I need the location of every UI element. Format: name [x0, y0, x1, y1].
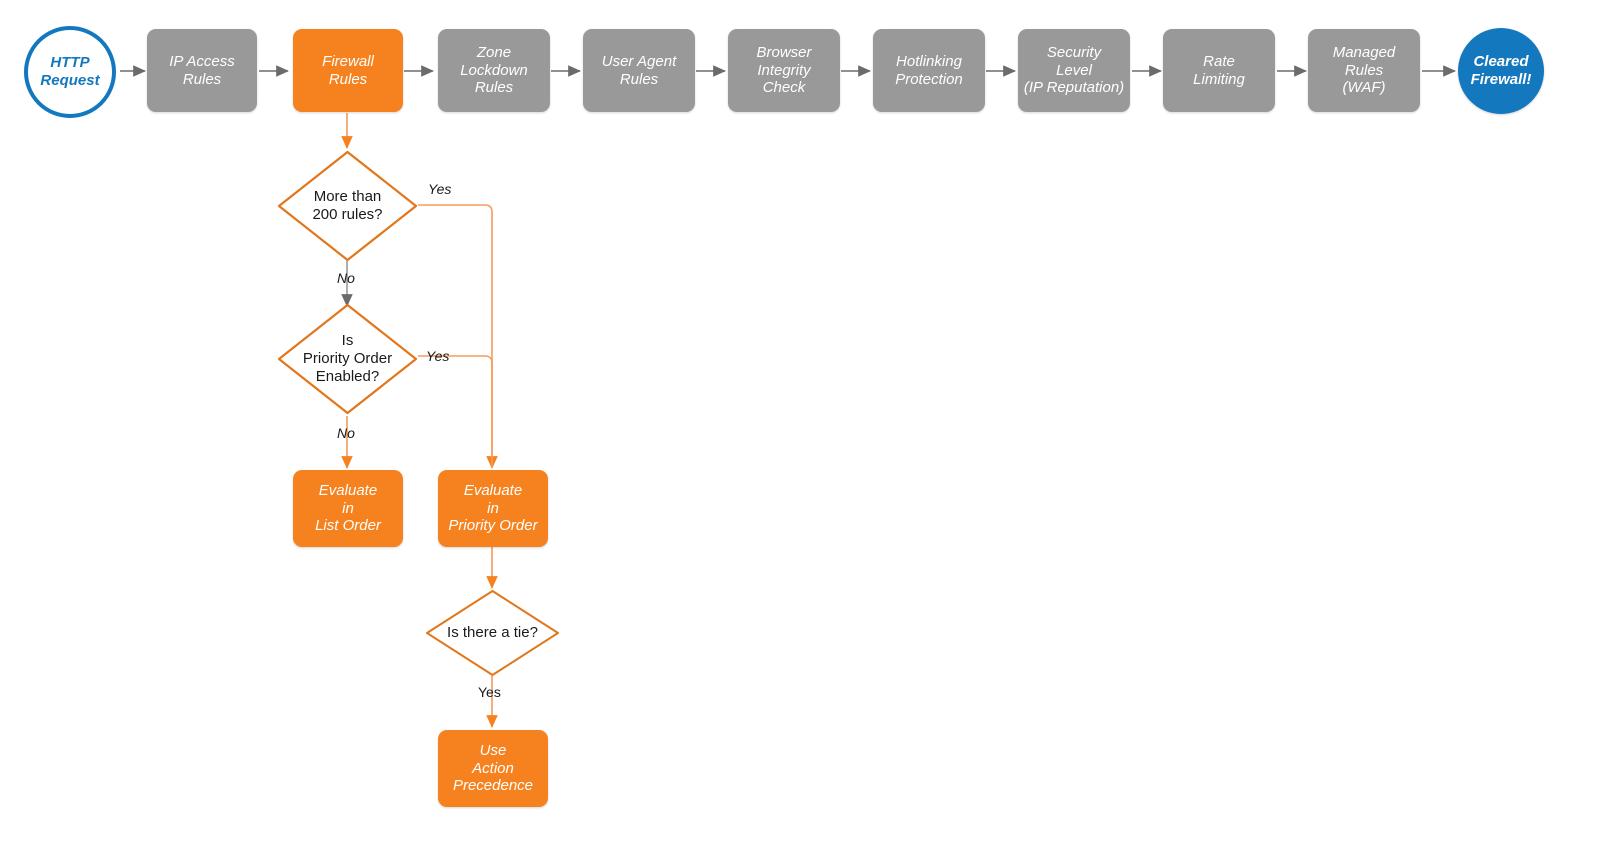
- node-use-action-precedence-label: Use Action Precedence: [452, 741, 534, 795]
- node-security-level-label: Security Level (IP Reputation): [1023, 43, 1125, 97]
- node-security-level[interactable]: Security Level (IP Reputation): [1018, 29, 1130, 112]
- diamond-shape-icon: [277, 303, 418, 415]
- node-cleared-firewall-label: Cleared Firewall!: [1470, 53, 1532, 88]
- edge-label-priority-order-no: No: [337, 425, 355, 441]
- node-evaluate-in-list-order-label: Evaluate in List Order: [315, 481, 381, 535]
- node-ip-access-rules[interactable]: IP Access Rules: [147, 29, 257, 112]
- node-managed-rules-waf[interactable]: Managed Rules (WAF): [1308, 29, 1420, 112]
- node-decision-is-there-a-tie-label: Is there a tie?: [447, 624, 538, 641]
- diamond-shape-icon: [426, 590, 559, 676]
- node-decision-is-priority-order-enabled-label: Is Priority Order Enabled?: [302, 332, 393, 385]
- node-use-action-precedence[interactable]: Use Action Precedence: [438, 730, 548, 807]
- node-decision-more-than-200-rules-label: More than 200 rules?: [312, 188, 383, 223]
- node-ip-access-rules-label: IP Access Rules: [169, 52, 235, 88]
- node-cleared-firewall[interactable]: Cleared Firewall!: [1458, 28, 1544, 114]
- node-evaluate-in-priority-order[interactable]: Evaluate in Priority Order: [438, 470, 548, 547]
- node-decision-is-there-a-tie[interactable]: Is there a tie?: [425, 589, 560, 677]
- edge-label-priority-order-yes: Yes: [426, 348, 450, 364]
- node-browser-integrity-check-label: Browser Integrity Check: [756, 43, 812, 97]
- node-http-request[interactable]: HTTP Request: [24, 26, 116, 118]
- node-evaluate-in-priority-order-label: Evaluate in Priority Order: [448, 481, 538, 535]
- node-browser-integrity-check[interactable]: Browser Integrity Check: [728, 29, 840, 112]
- edge-label-more-than-200-no: No: [337, 270, 355, 286]
- node-managed-rules-waf-label: Managed Rules (WAF): [1332, 43, 1396, 97]
- diamond-shape-icon: [277, 150, 418, 262]
- node-hotlinking-protection-label: Hotlinking Protection: [895, 52, 963, 88]
- node-user-agent-rules[interactable]: User Agent Rules: [583, 29, 695, 112]
- edge-priority-order-yes: [418, 355, 493, 468]
- node-decision-is-priority-order-enabled[interactable]: Is Priority Order Enabled?: [277, 303, 418, 415]
- node-evaluate-in-list-order[interactable]: Evaluate in List Order: [293, 470, 403, 547]
- node-http-request-label: HTTP Request: [40, 54, 100, 89]
- edge-label-more-than-200-yes: Yes: [428, 181, 452, 197]
- node-firewall-rules-label: Firewall Rules: [322, 52, 374, 88]
- node-decision-more-than-200-rules[interactable]: More than 200 rules?: [277, 150, 418, 262]
- node-zone-lockdown-rules-label: Zone Lockdown Rules: [460, 43, 528, 97]
- node-firewall-rules[interactable]: Firewall Rules: [293, 29, 403, 112]
- edge-label-tie-yes: Yes: [478, 684, 501, 700]
- node-hotlinking-protection[interactable]: Hotlinking Protection: [873, 29, 985, 112]
- node-rate-limiting[interactable]: Rate Limiting: [1163, 29, 1275, 112]
- node-user-agent-rules-label: User Agent Rules: [601, 52, 677, 88]
- node-zone-lockdown-rules[interactable]: Zone Lockdown Rules: [438, 29, 550, 112]
- node-rate-limiting-label: Rate Limiting: [1193, 52, 1245, 88]
- edge-more-than-200-yes: [418, 204, 498, 469]
